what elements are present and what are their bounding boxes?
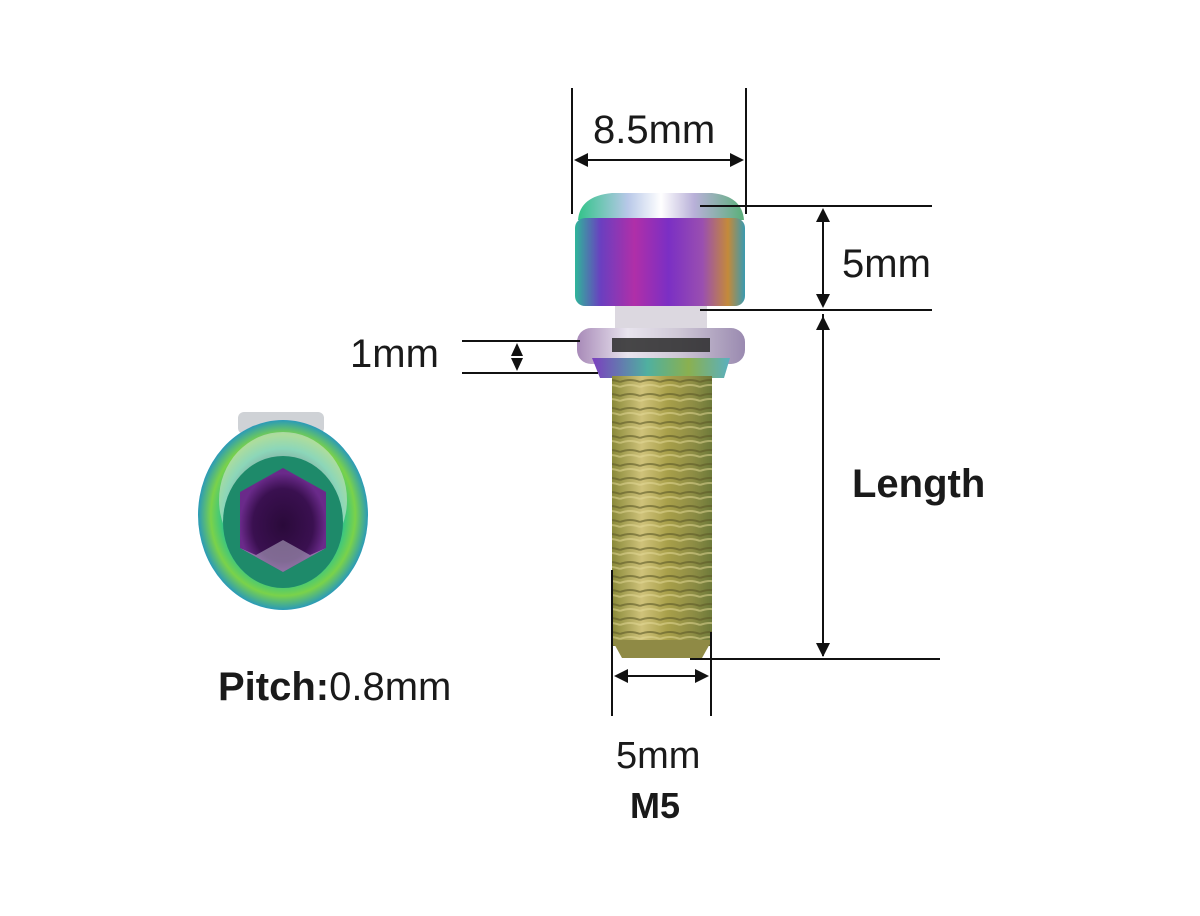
thread-size-label: M5 (630, 785, 681, 826)
dimension-lines (462, 88, 940, 716)
thread-diameter-label: 5mm (616, 735, 701, 777)
bolt-head (575, 218, 745, 306)
bolt-end-view (198, 412, 368, 610)
thread-tip (612, 640, 712, 658)
pitch-label: Pitch:0.8mm (218, 667, 451, 707)
pitch-value: 0.8mm (329, 665, 452, 709)
hex-socket (240, 468, 326, 572)
bolt-side-view (575, 193, 745, 658)
pitch-title: Pitch: (218, 665, 330, 709)
bolt-head-top (578, 193, 744, 220)
washer-thickness-label: 1mm (350, 332, 439, 376)
washer-bottom (592, 358, 730, 378)
thread-ridges (612, 376, 712, 646)
dimension-arrowheads (511, 153, 830, 683)
length-label: Length (852, 462, 986, 506)
head-diameter-label: 8.5mm (593, 108, 716, 152)
hex-socket-shade (240, 540, 326, 572)
head-height-label: 5mm (842, 242, 931, 286)
washer-groove (612, 338, 710, 352)
